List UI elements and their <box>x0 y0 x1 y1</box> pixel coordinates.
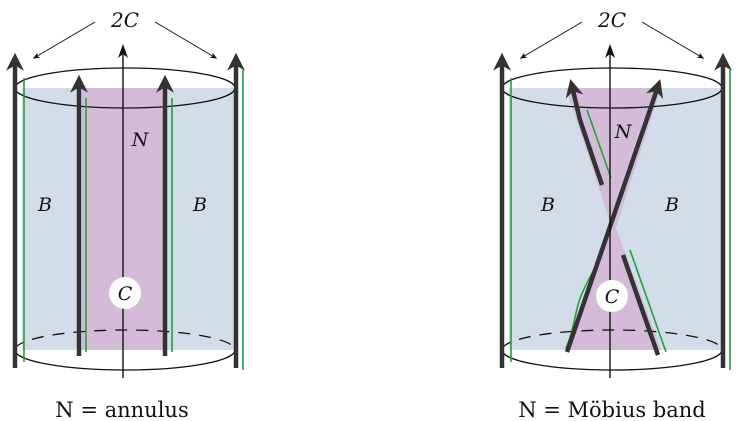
bottom-ellipse-back <box>501 329 723 351</box>
label-2c: 2C <box>110 8 139 32</box>
bottom-ellipse-front <box>501 349 723 371</box>
core-axis-arrowhead <box>605 44 615 58</box>
caption-mobius: N = Möbius band <box>518 398 706 421</box>
core-axis-arrowhead <box>118 44 128 58</box>
twist-strand-diagonal <box>564 109 653 353</box>
core-circle <box>596 280 628 312</box>
label-b-right: B <box>192 194 207 216</box>
label-b-left: B <box>37 194 52 216</box>
bottom-ellipse-front <box>14 349 236 371</box>
annulus-diagram: 2C N B B C N = annulus <box>6 8 245 421</box>
pointer-arrow-left <box>519 21 583 59</box>
label-b-right: B <box>664 194 679 216</box>
core-circle <box>109 277 141 309</box>
twist-strand-upper-left <box>577 119 605 186</box>
bottom-ellipse-back <box>14 329 236 351</box>
caption-annulus: N = annulus <box>55 398 188 421</box>
label-n: N <box>131 129 150 151</box>
pointer-arrow-right <box>154 21 218 59</box>
pointer-arrow-right <box>641 21 705 59</box>
label-c: C <box>118 283 133 305</box>
label-2c: 2C <box>597 8 626 32</box>
pointer-arrow-left <box>32 21 96 59</box>
twist-strand-diagonal-tip <box>646 79 664 111</box>
twist-strand-lower-right <box>620 254 661 356</box>
label-b-left: B <box>540 194 555 216</box>
label-n: N <box>614 121 633 143</box>
region-n-band <box>82 88 166 350</box>
mobius-diagram: 2C N B B C N = Möbius band <box>493 8 732 421</box>
green-strand-twist-c <box>629 249 667 353</box>
green-strand-twist-a <box>586 109 612 179</box>
twist-strand-upper-left-tip <box>565 78 584 121</box>
label-c: C <box>605 286 620 308</box>
